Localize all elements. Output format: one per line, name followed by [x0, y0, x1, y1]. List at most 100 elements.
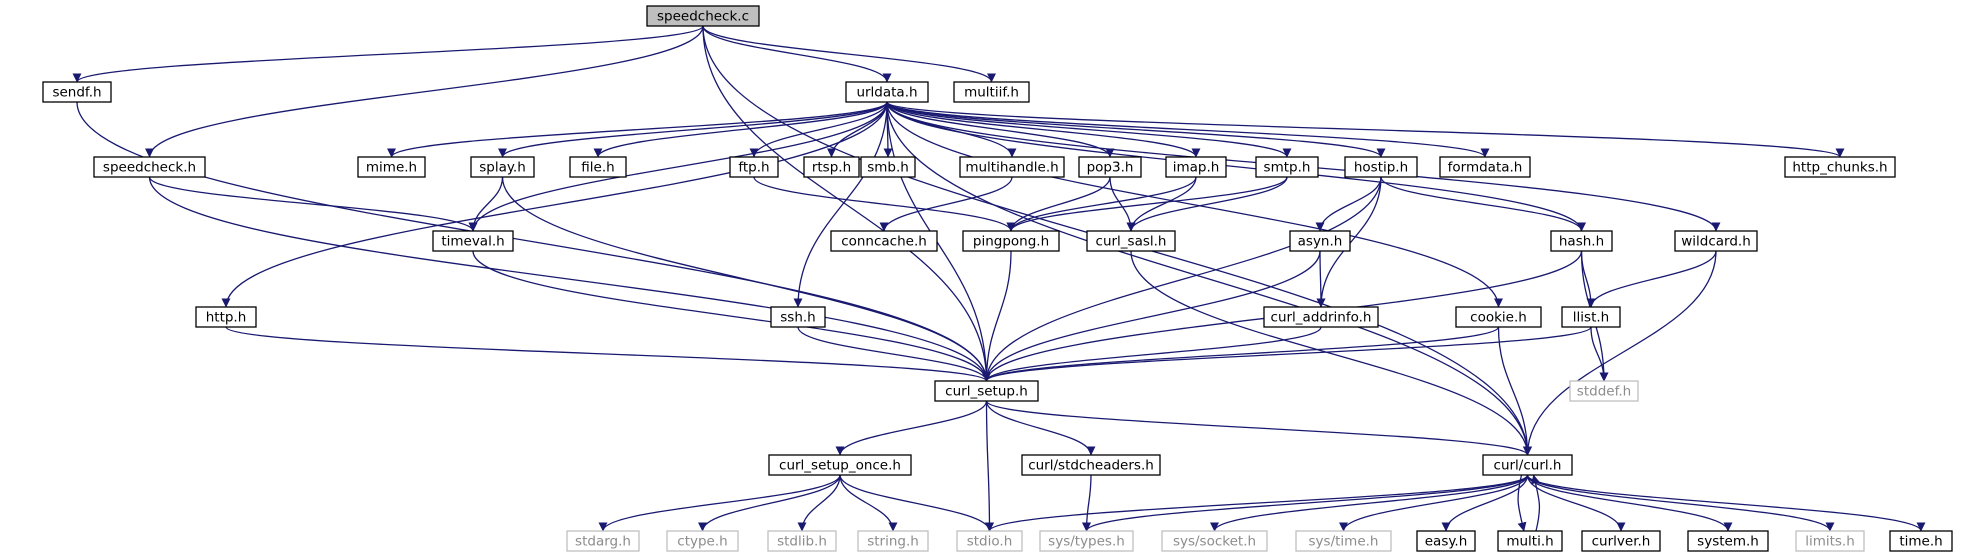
node-rtsp-h[interactable]: rtsp.h	[803, 156, 860, 178]
node-box	[1795, 530, 1865, 552]
node-label: ctype.h	[677, 534, 727, 550]
node-multi-h[interactable]: multi.h	[1497, 530, 1563, 552]
node-box	[857, 530, 929, 552]
edge-speedcheck-c-to-curl-setup-h	[702, 25, 991, 382]
node-hostip-h[interactable]: hostip.h	[1344, 156, 1418, 178]
edge-urldata-h-to-splay-h	[498, 101, 888, 158]
node-asyn-h[interactable]: asyn.h	[1289, 230, 1351, 252]
node-label: string.h	[867, 534, 919, 550]
node-label: http.h	[206, 310, 247, 326]
node-box	[1674, 230, 1758, 252]
edge-curl-setup-once-h-to-stdarg-h	[598, 474, 841, 532]
node-curl-sasl-h[interactable]: curl_sasl.h	[1086, 230, 1176, 252]
edge-llist-h-to-stddef-h	[1590, 326, 1609, 382]
node-http-h[interactable]: http.h	[195, 306, 257, 328]
node-curl-setup-once-h[interactable]: curl_setup_once.h	[768, 454, 912, 476]
edge-urldata-h-to-cookie-h	[886, 101, 1503, 308]
node-box	[934, 380, 1039, 402]
edge-curl-setup-once-h-to-string-h	[839, 474, 898, 532]
node-label: sendf.h	[52, 85, 101, 101]
node-multihandle-h[interactable]: multihandle.h	[959, 156, 1065, 178]
node-pop3-h[interactable]: pop3.h	[1078, 156, 1142, 178]
node-ssh-h[interactable]: ssh.h	[770, 306, 826, 328]
node-easy-h[interactable]: easy.h	[1416, 530, 1476, 552]
node-curlver-h[interactable]: curlver.h	[1581, 530, 1661, 552]
edge-curl-setup-once-h-to-stdlib-h	[797, 474, 841, 532]
node-label: speedcheck.h	[103, 160, 196, 176]
node-timeval-h[interactable]: timeval.h	[432, 230, 514, 252]
edge-speedcheck-c-to-multiif-h	[702, 25, 996, 83]
node-cookie-h[interactable]: cookie.h	[1455, 306, 1542, 328]
node-label: cookie.h	[1470, 310, 1527, 326]
node-box	[860, 156, 916, 178]
node-smb-h[interactable]: smb.h	[860, 156, 916, 178]
node-llist-h[interactable]: llist.h	[1561, 306, 1621, 328]
node-label: stddef.h	[1577, 384, 1631, 400]
edge-hostip-h-to-curl-setup-h	[982, 176, 1382, 382]
node-stdlib-h: stdlib.h	[767, 530, 837, 552]
node-system-h[interactable]: system.h	[1687, 530, 1769, 552]
node-box	[1039, 530, 1134, 552]
node-splay-h[interactable]: splay.h	[470, 156, 535, 178]
edge-multi-h-to-curl-curl-h	[1531, 474, 1541, 532]
node-label: easy.h	[1425, 534, 1468, 550]
node-label: sys/types.h	[1048, 534, 1125, 550]
edge-curl-curl-h-to-stdio-h	[985, 474, 1529, 532]
node-formdata-h[interactable]: formdata.h	[1439, 156, 1531, 178]
node-conncache-h[interactable]: conncache.h	[830, 230, 938, 252]
node-label: ftp.h	[738, 160, 769, 176]
node-label: pop3.h	[1087, 160, 1134, 176]
node-imap-h[interactable]: imap.h	[1165, 156, 1227, 178]
node-wildcard-h[interactable]: wildcard.h	[1674, 230, 1758, 252]
node-label: curl/stdcheaders.h	[1028, 458, 1154, 474]
node-curl-addrinfo-h[interactable]: curl_addrinfo.h	[1263, 306, 1379, 328]
node-label: sys/socket.h	[1173, 534, 1256, 550]
node-hash-h[interactable]: hash.h	[1550, 230, 1613, 252]
edge-cookie-h-to-curl-setup-h	[982, 326, 1500, 382]
node-box	[953, 81, 1030, 103]
node-box	[845, 81, 929, 103]
node-box	[1086, 230, 1176, 252]
node-label: curl/curl.h	[1494, 458, 1562, 474]
node-box	[1687, 530, 1769, 552]
edge-urldata-h-to-mime-h	[387, 101, 888, 158]
node-mime-h[interactable]: mime.h	[357, 156, 426, 178]
node-label: curl_sasl.h	[1096, 234, 1167, 250]
node-label: multihandle.h	[965, 160, 1058, 176]
node-box	[1439, 156, 1531, 178]
node-box	[42, 81, 112, 103]
node-box	[803, 156, 860, 178]
edge-curl-curl-h-to-system-h	[1526, 474, 1733, 532]
node-speedcheck-h[interactable]: speedcheck.h	[93, 156, 206, 178]
node-box	[1550, 230, 1613, 252]
node-stdarg-h: stdarg.h	[566, 530, 640, 552]
node-file-h[interactable]: file.h	[569, 156, 627, 178]
node-time-h[interactable]: time.h	[1889, 530, 1953, 552]
node-label: ssh.h	[780, 310, 815, 326]
node-curl-curl-h[interactable]: curl/curl.h	[1482, 454, 1573, 476]
node-http-chunks-h[interactable]: http_chunks.h	[1784, 156, 1896, 178]
node-pingpong-h[interactable]: pingpong.h	[962, 230, 1060, 252]
edge-multihandle-h-to-conncache-h	[879, 176, 1013, 232]
node-box	[1416, 530, 1476, 552]
edge-hostip-h-to-asyn-h	[1315, 176, 1382, 232]
node-curl-setup-h[interactable]: curl_setup.h	[934, 380, 1039, 402]
node-label: stdarg.h	[575, 534, 631, 550]
edge-curl-setup-h-to-curl-setup-once-h	[835, 400, 988, 456]
node-box	[1295, 530, 1392, 552]
node-sendf-h[interactable]: sendf.h	[42, 81, 112, 103]
node-box	[1497, 530, 1563, 552]
node-speedcheck-c[interactable]: speedcheck.c	[646, 5, 760, 27]
edge-curl-setup-once-h-to-ctype-h	[698, 474, 841, 532]
node-curl-stdcheaders-h[interactable]: curl/stdcheaders.h	[1021, 454, 1161, 476]
node-multiif-h[interactable]: multiif.h	[953, 81, 1030, 103]
node-box	[959, 156, 1065, 178]
node-label: hostip.h	[1354, 160, 1408, 176]
node-box	[1344, 156, 1418, 178]
node-ftp-h[interactable]: ftp.h	[729, 156, 779, 178]
node-label: curl_addrinfo.h	[1271, 310, 1372, 326]
node-smtp-h[interactable]: smtp.h	[1255, 156, 1319, 178]
edge-hostip-h-to-hash-h	[1380, 176, 1586, 232]
node-urldata-h[interactable]: urldata.h	[845, 81, 929, 103]
node-label: speedcheck.c	[657, 9, 749, 25]
